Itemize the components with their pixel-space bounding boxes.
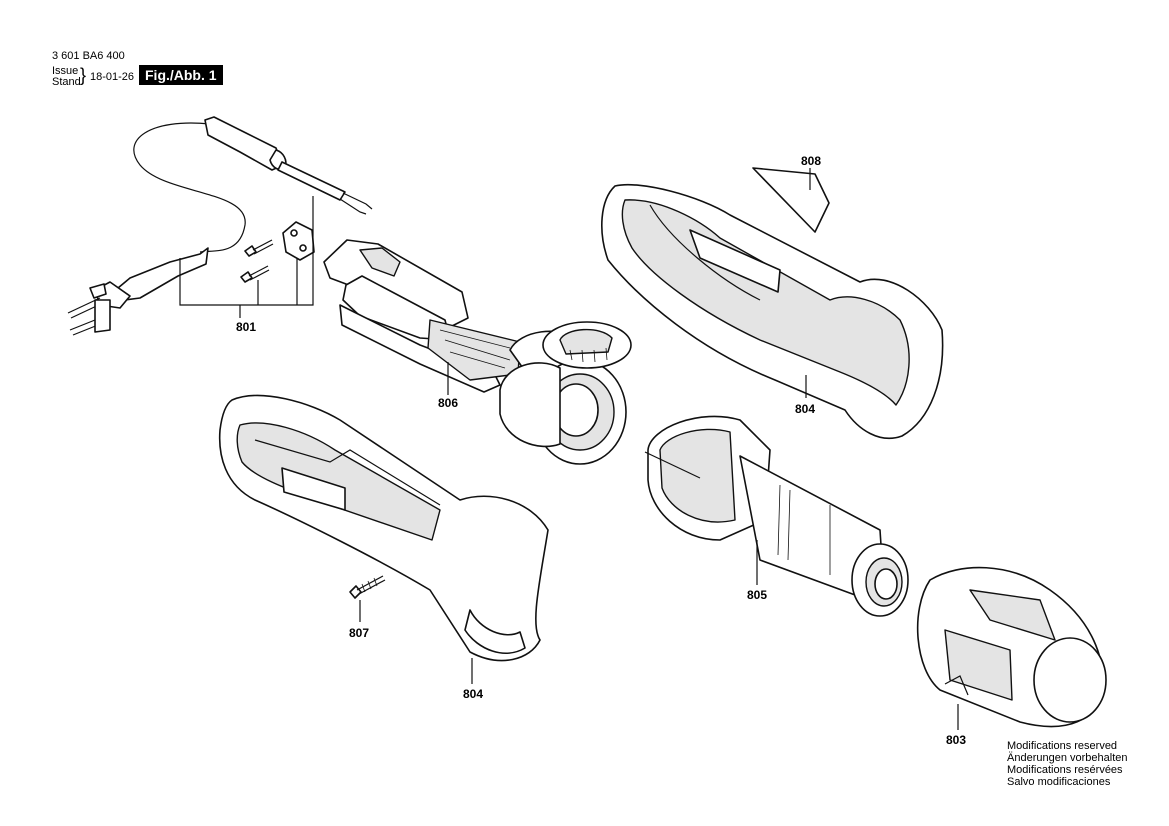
modifications-notice: Modifications reserved Änderungen vorbeh… [1007,740,1127,788]
cable-clamp-illustration [282,221,315,261]
screw-illustration [240,239,274,283]
callout-804-left: 804 [463,687,484,701]
issue-date: 18-01-26 [90,71,135,83]
heating-tube-illustration [644,415,909,617]
electronics-module-illustration [323,239,632,465]
part-number: 3 601 BA6 400 [52,50,125,62]
callout-805: 805 [747,588,768,602]
housing-half-left-illustration [218,394,549,662]
notice-line-fr: Modifications resérvées [1007,764,1123,776]
issue-brace: } [80,65,87,85]
nozzle-cover-illustration [916,566,1107,728]
notice-line-es: Salvo modificaciones [1007,776,1111,788]
callout-803: 803 [946,733,967,747]
callout-807: 807 [349,626,370,640]
notice-line-en: Modifications reserved [1007,740,1118,752]
leader-801 [179,196,314,306]
notice-line-de: Änderungen vorbehalten [1007,752,1128,764]
issue-label: Issue [52,65,79,77]
callout-801: 801 [236,320,257,334]
power-cable-illustration [67,116,373,336]
callout-804-right: 804 [795,402,816,416]
figure-badge: Fig./Abb. 1 [139,65,223,85]
screw-807-illustration [349,575,386,599]
callout-808: 808 [801,154,822,168]
housing-half-right-illustration [601,183,944,440]
callout-806: 806 [438,396,459,410]
stand-label: Stand [52,76,81,88]
label-sticker-illustration [752,167,830,233]
